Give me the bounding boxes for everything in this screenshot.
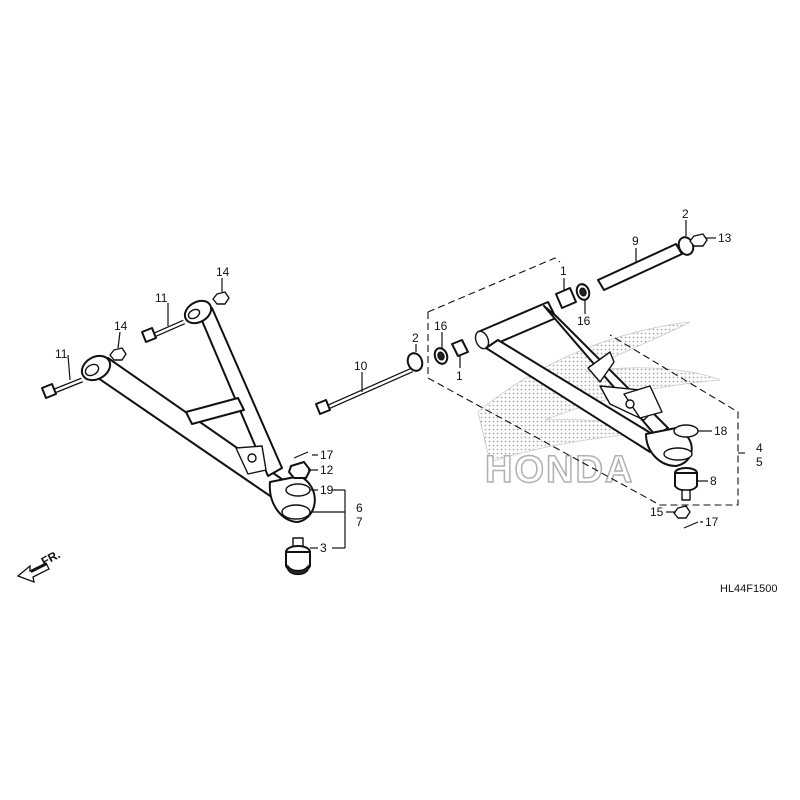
leader-lines bbox=[67, 220, 716, 549]
nut-13 bbox=[689, 233, 708, 247]
collar-2-left bbox=[406, 352, 424, 372]
bolt-11-lower bbox=[41, 377, 83, 399]
circlip-18 bbox=[673, 424, 699, 438]
callout-7: 7 bbox=[356, 515, 363, 529]
callout-17-left: 17 bbox=[320, 448, 334, 462]
callout-18: 18 bbox=[714, 424, 728, 438]
callout-1-right: 1 bbox=[560, 264, 567, 278]
right-hardware bbox=[315, 233, 708, 529]
callout-19: 19 bbox=[320, 483, 334, 497]
left-lower-arm bbox=[80, 299, 316, 523]
callout-6: 6 bbox=[356, 501, 363, 515]
bushing-1-right bbox=[555, 287, 577, 309]
callout-4: 4 bbox=[756, 441, 763, 455]
callout-3: 3 bbox=[320, 541, 327, 555]
callout-9: 9 bbox=[632, 234, 639, 248]
front-direction-arrow: FR. bbox=[16, 547, 62, 584]
honda-wing-watermark: HONDA bbox=[477, 321, 721, 492]
cotter-pin-17-left bbox=[293, 451, 309, 459]
callout-5: 5 bbox=[756, 455, 763, 469]
callout-16-left: 16 bbox=[434, 319, 448, 333]
callout-numbers: 11 14 11 14 17 12 19 6 7 3 10 2 16 1 1 1… bbox=[55, 207, 763, 555]
nut-14-lower bbox=[109, 347, 127, 361]
bolt-11-upper bbox=[141, 319, 186, 343]
ball-joint-8 bbox=[674, 467, 698, 501]
callout-16-right: 16 bbox=[577, 314, 591, 328]
callout-11-lower: 11 bbox=[55, 347, 68, 361]
left-hardware bbox=[41, 291, 311, 576]
callout-14-upper: 14 bbox=[216, 265, 230, 279]
callout-2-left: 2 bbox=[412, 331, 419, 345]
callout-17-right: 17 bbox=[705, 515, 719, 529]
callout-13: 13 bbox=[718, 231, 732, 245]
callout-12: 12 bbox=[320, 463, 334, 477]
circlip-19 bbox=[285, 483, 311, 497]
right-assembly-outline bbox=[427, 257, 746, 506]
callout-8: 8 bbox=[710, 474, 717, 488]
pipe-9 bbox=[597, 243, 683, 291]
nut-14-upper bbox=[212, 291, 230, 305]
castle-nut-12 bbox=[288, 461, 311, 479]
callout-14-lower: 14 bbox=[114, 319, 128, 333]
diagram-reference-code: HL44F1500 bbox=[720, 583, 778, 595]
nut-15 bbox=[673, 505, 691, 519]
cotter-pin-17-right bbox=[683, 521, 699, 529]
right-lower-arm bbox=[474, 301, 693, 467]
callout-1-left: 1 bbox=[456, 369, 463, 383]
callout-2-right: 2 bbox=[682, 207, 689, 221]
ball-joint-3 bbox=[285, 537, 311, 576]
bolt-10 bbox=[315, 367, 414, 415]
bushing-1-left bbox=[451, 339, 469, 357]
honda-watermark-text: HONDA bbox=[485, 449, 634, 491]
callout-10: 10 bbox=[354, 359, 368, 373]
callout-11-upper: 11 bbox=[155, 291, 168, 305]
callout-15: 15 bbox=[650, 505, 664, 519]
